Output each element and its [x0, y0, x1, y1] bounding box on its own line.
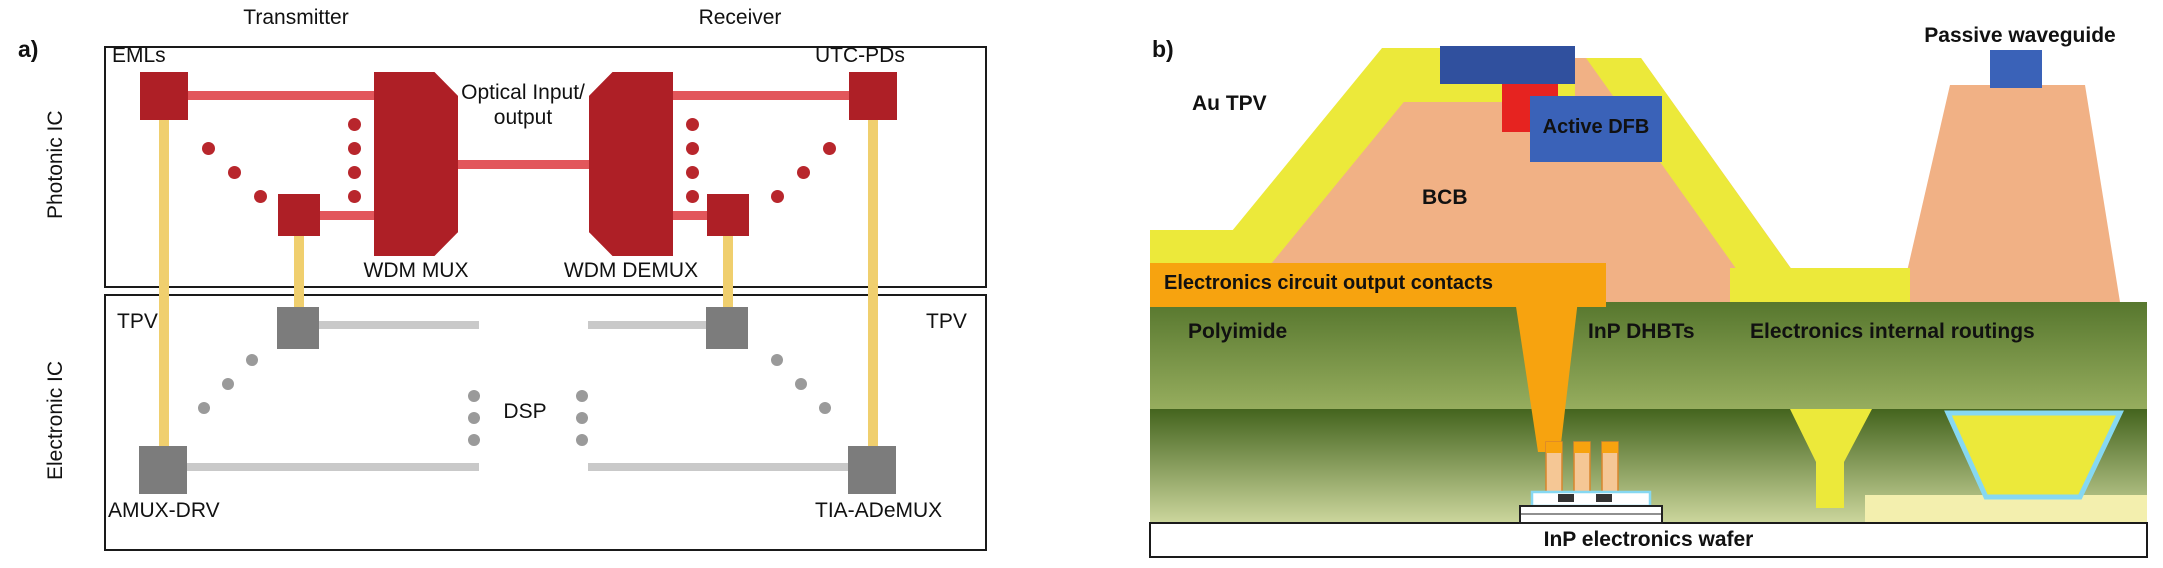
inp-wafer-box	[1149, 522, 2148, 558]
wdm-mux-block	[374, 72, 458, 256]
dhbt-pillar-cap	[1602, 442, 1618, 453]
panel-b: b) Au TPV Active DFB BCB Passive wavegui…	[1130, 0, 2163, 568]
gray-link-bottom-right	[588, 463, 848, 471]
gray-dot	[222, 378, 234, 390]
red-link-demux-utc	[673, 91, 849, 100]
au-tpv-pad-right	[1730, 268, 1910, 302]
polyimide-label: Polyimide	[1188, 320, 1288, 343]
tpv-line-right-inner	[723, 236, 733, 321]
dsp-label: DSP	[503, 400, 547, 423]
gray-link-top-right	[588, 321, 706, 329]
output-contacts-label: Electronics circuit output contacts	[1164, 272, 1493, 294]
polyimide-layer	[1150, 302, 2147, 409]
tia-ademux-label: TIA-ADeMUX	[815, 499, 943, 522]
wdm-demux-block	[589, 72, 673, 256]
photonic-ic-label: Photonic IC	[44, 110, 67, 220]
active-dfb-box	[1530, 96, 1662, 162]
cross-section-drawing	[1149, 46, 2148, 558]
output-contact-via	[1515, 300, 1578, 452]
gray-dot	[468, 412, 480, 424]
red-dot	[823, 142, 836, 155]
gray-dot	[198, 402, 210, 414]
tpv-pad-right-block	[706, 307, 748, 349]
gray-dot	[576, 434, 588, 446]
routing-trapezoid	[1944, 410, 2124, 500]
red-dot	[348, 118, 361, 131]
dhbt-contact	[1596, 494, 1612, 502]
gray-dot	[771, 354, 783, 366]
utc-pd-block	[849, 72, 897, 120]
dfb-top-bar	[1440, 46, 1575, 84]
red-dot	[202, 142, 215, 155]
red-link-optical-io	[458, 160, 589, 169]
red-link-demux-small	[673, 211, 707, 220]
red-dot	[686, 118, 699, 131]
red-link-eml-mux	[188, 91, 374, 100]
gray-link-bottom-left	[187, 463, 479, 471]
electronic-ic-label: Electronic IC	[44, 360, 67, 481]
red-dot	[686, 142, 699, 155]
routing-funnel	[1790, 409, 1872, 508]
dhbt-mesa-box	[1530, 490, 1652, 508]
panel-b-tag: b)	[1152, 36, 1174, 62]
gray-dot	[246, 354, 258, 366]
gray-dot	[468, 434, 480, 446]
red-dot	[228, 166, 241, 179]
tia-ademux-block	[848, 446, 896, 494]
receiver-label: Receiver	[698, 6, 782, 29]
dhbt-pillar-cap	[1574, 442, 1590, 453]
wdm-demux-label: WDM DEMUX	[563, 259, 699, 282]
gray-link-top-left	[319, 321, 479, 329]
active-dfb-label: Active DFB	[1542, 116, 1650, 138]
tpv-line-left-outer	[159, 120, 169, 460]
tpv-right-label: TPV	[926, 310, 967, 333]
internal-routings-label: Electronics internal routings	[1750, 320, 2035, 343]
passive-waveguide-core	[1990, 50, 2042, 88]
output-contacts-band	[1150, 263, 1606, 307]
eml-small-block	[278, 194, 320, 236]
dhbt-pillar-cap	[1546, 442, 1562, 453]
emls-label: EMLs	[112, 44, 166, 67]
tpv-left-label: TPV	[117, 310, 158, 333]
red-dot	[686, 190, 699, 203]
au-tpv-label: Au TPV	[1192, 92, 1267, 115]
inp-dhbts-label: InP DHBTs	[1588, 320, 1695, 343]
buried-routing-band	[1865, 495, 2147, 523]
passive-waveguide-mesa	[1900, 85, 2120, 302]
tpv-line-left-inner	[294, 236, 304, 321]
red-dot	[254, 190, 267, 203]
red-dot	[348, 190, 361, 203]
pd-small-block	[707, 194, 749, 236]
red-dot	[686, 166, 699, 179]
red-dot	[348, 166, 361, 179]
au-tpv-left-slope	[1200, 48, 1448, 270]
electronic-ic-box	[104, 294, 987, 551]
bcb-label: BCB	[1422, 186, 1468, 209]
red-dot	[797, 166, 810, 179]
dhbt-contact	[1558, 494, 1574, 502]
amux-drv-block	[139, 446, 187, 494]
gray-dot	[576, 390, 588, 402]
panel-a-tag: a)	[18, 36, 39, 62]
optical-io-label: Optical Input/ output	[461, 81, 585, 129]
gray-dot	[795, 378, 807, 390]
red-dot	[348, 142, 361, 155]
passive-waveguide-label: Passive waveguide	[1924, 24, 2116, 47]
inp-wafer-label: InP electronics wafer	[1543, 528, 1754, 551]
red-dot	[771, 190, 784, 203]
utc-pds-label: UTC-PDs	[815, 44, 905, 67]
wdm-mux-label: WDM MUX	[363, 259, 469, 282]
amux-drv-label: AMUX-DRV	[108, 499, 220, 522]
gray-dot	[819, 402, 831, 414]
photonic-ic-box	[104, 46, 987, 288]
gray-dot	[468, 390, 480, 402]
eml-block	[140, 72, 188, 120]
transmitter-label: Transmitter	[243, 6, 349, 29]
tpv-pad-left-block	[277, 307, 319, 349]
gray-dot	[576, 412, 588, 424]
red-link-small-mux	[320, 211, 374, 220]
tpv-line-right-outer	[868, 120, 878, 460]
